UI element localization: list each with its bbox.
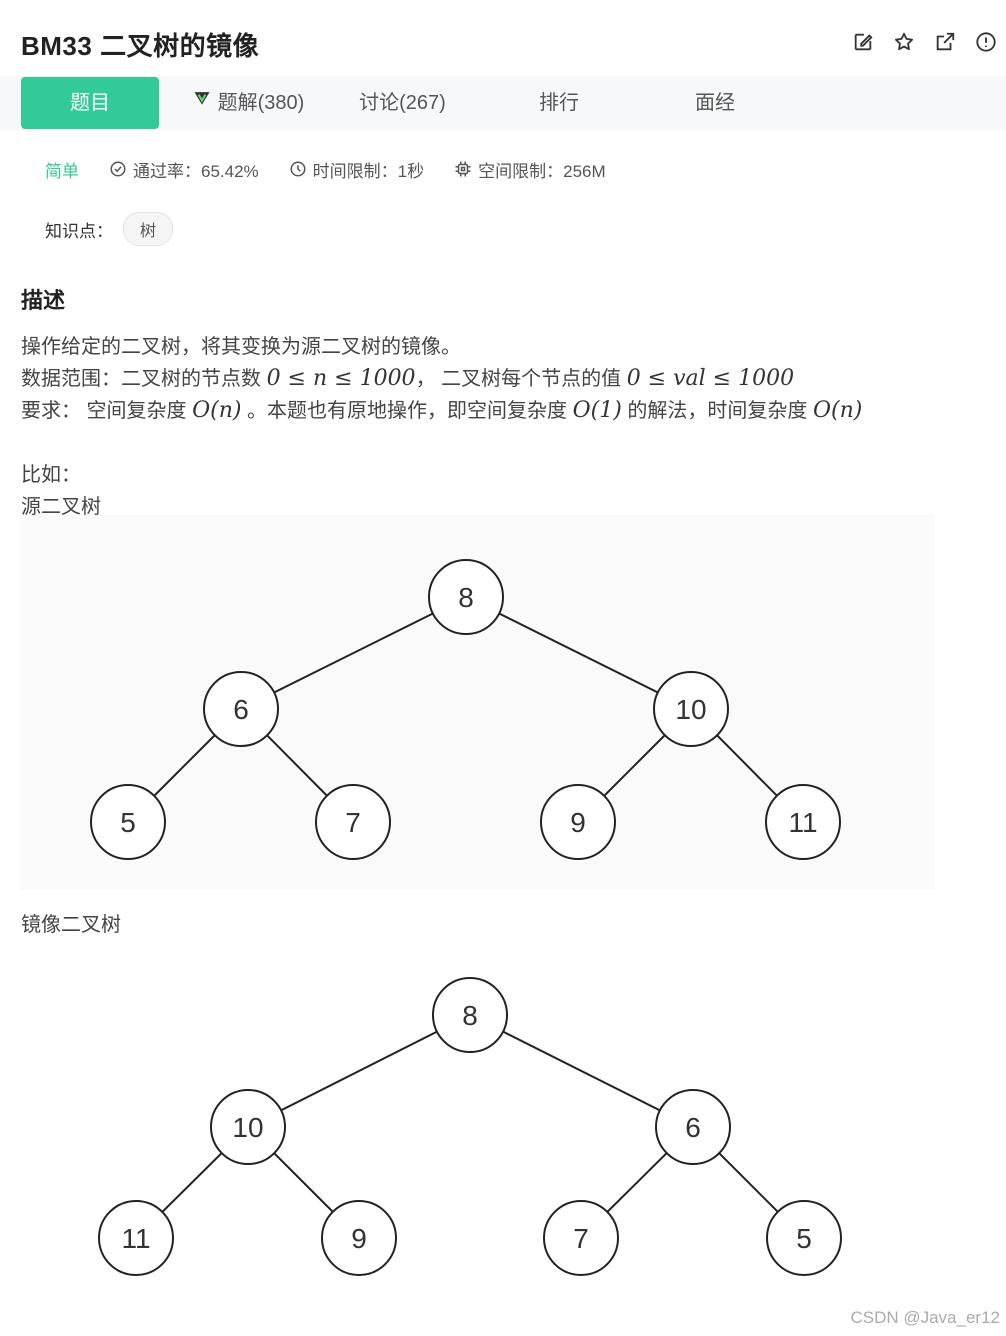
range-mid: ， 二叉树每个节点的值 bbox=[415, 368, 627, 390]
source-tree-node-label: 11 bbox=[788, 807, 817, 838]
source-tree-node: 9 bbox=[540, 784, 616, 860]
mirror-tree-node-label: 8 bbox=[462, 1000, 478, 1031]
mirror-tree-node-circle bbox=[210, 1089, 286, 1165]
tab-solutions-label: 题解(380) bbox=[217, 92, 305, 114]
tab-interview[interactable]: 面经 bbox=[695, 92, 735, 114]
mirror-tree-edge bbox=[247, 1014, 471, 1128]
tab-bar: 题目 题解(380) 讨论(267) 排行 面经 bbox=[0, 76, 1006, 130]
source-tree-node-circle bbox=[653, 671, 729, 747]
source-tree-node-label: 10 bbox=[675, 694, 706, 725]
range-prefix: 数据范围：二叉树的节点数 bbox=[21, 368, 267, 390]
source-tree-node-label: 9 bbox=[570, 807, 586, 838]
req-math-time: O(n) bbox=[812, 398, 863, 423]
star-icon[interactable] bbox=[892, 30, 916, 54]
source-tree-node-label: 5 bbox=[120, 807, 136, 838]
source-tree-node-circle bbox=[90, 784, 166, 860]
chip-icon bbox=[455, 161, 471, 177]
source-tree-node-circle bbox=[203, 671, 279, 747]
mirror-tree-node-circle bbox=[543, 1200, 619, 1276]
share-icon[interactable] bbox=[933, 30, 957, 54]
mirror-tree-node-label: 6 bbox=[685, 1112, 701, 1143]
mirror-tree-diagram: 8 10 6 11 9 7 5 bbox=[98, 977, 842, 1276]
source-tree-node: 7 bbox=[315, 784, 391, 860]
vip-icon bbox=[192, 76, 212, 128]
source-tree-node: 10 bbox=[653, 671, 729, 747]
tab-problem[interactable]: 题目 bbox=[21, 77, 159, 129]
mirror-tree-node: 5 bbox=[766, 1200, 842, 1276]
mirror-tree-node-label: 11 bbox=[121, 1223, 150, 1254]
problem-meta: 简单 通过率：65.42% 时间限制：1秒 空间限制：256M bbox=[45, 157, 636, 181]
tab-discussion[interactable]: 讨论(267) bbox=[359, 92, 446, 114]
time-limit-text: 时间限制：1秒 bbox=[312, 161, 425, 181]
example-label: 比如： bbox=[21, 464, 81, 486]
req-mid: 。本题也有原地操作，即空间复杂度 bbox=[241, 400, 573, 422]
source-tree-node-circle bbox=[765, 784, 841, 860]
mirror-tree-node-circle bbox=[98, 1200, 174, 1276]
req-math-space: O(n) bbox=[192, 398, 242, 423]
req-mid2: 的解法，时间复杂度 bbox=[621, 400, 813, 422]
tab-ranking[interactable]: 排行 bbox=[539, 92, 579, 114]
pass-rate-text: 通过率：65.42% bbox=[133, 161, 259, 181]
mirror-tree-node: 9 bbox=[321, 1200, 397, 1276]
source-tree-node-circle bbox=[315, 784, 391, 860]
source-tree-node-circle bbox=[428, 559, 504, 635]
source-tree-node: 11 bbox=[765, 784, 841, 860]
mirror-tree-label: 镜像二叉树 bbox=[21, 914, 121, 936]
header: BM33 二叉树的镜像 bbox=[0, 0, 1006, 76]
source-tree-diagram: 8 6 10 5 7 9 11 bbox=[90, 559, 841, 860]
space-limit-text: 空间限制：256M bbox=[478, 161, 606, 181]
source-tree-node-circle bbox=[540, 784, 616, 860]
mirror-tree-node-label: 9 bbox=[351, 1223, 367, 1254]
mirror-tree-node: 11 bbox=[98, 1200, 174, 1276]
description-line1: 操作给定的二叉树，将其变换为源二叉树的镜像。 bbox=[21, 336, 461, 358]
source-tree-node: 8 bbox=[428, 559, 504, 635]
mirror-tree-node: 6 bbox=[655, 1089, 731, 1165]
range-math-n: 0 ≤ n ≤ 1000 bbox=[266, 366, 416, 391]
clock-icon bbox=[290, 161, 306, 177]
description-heading: 描述 bbox=[21, 288, 66, 313]
mirror-tree-node-circle bbox=[655, 1089, 731, 1165]
source-tree-edge bbox=[240, 596, 467, 710]
mirror-tree-node: 7 bbox=[543, 1200, 619, 1276]
range-math-val: 0 ≤ val ≤ 1000 bbox=[626, 366, 795, 391]
mirror-tree-node-label: 10 bbox=[232, 1112, 263, 1143]
check-circle-icon bbox=[110, 161, 126, 177]
header-actions bbox=[851, 30, 998, 54]
mirror-tree-node-circle bbox=[432, 977, 508, 1053]
description-line3: 要求： 空间复杂度 O(n) 。本题也有原地操作，即空间复杂度 O(1) 的解法… bbox=[21, 394, 862, 423]
tab-solutions[interactable]: 题解(380) bbox=[183, 77, 313, 129]
mirror-tree-edge bbox=[469, 1014, 694, 1128]
difficulty-badge: 简单 bbox=[45, 161, 79, 181]
space-limit: 空间限制：256M bbox=[454, 157, 606, 182]
mirror-tree-node-label: 7 bbox=[573, 1223, 589, 1254]
pass-rate: 通过率：65.42% bbox=[109, 157, 259, 182]
source-tree-node: 6 bbox=[203, 671, 279, 747]
edit-icon[interactable] bbox=[851, 30, 875, 54]
knowledge-label: 知识点： bbox=[45, 221, 113, 241]
req-math-o1: O(1) bbox=[572, 398, 622, 423]
source-tree-label: 源二叉树 bbox=[21, 496, 101, 518]
mirror-tree-node-circle bbox=[766, 1200, 842, 1276]
source-tree-node-label: 7 bbox=[345, 807, 361, 838]
report-icon[interactable] bbox=[974, 30, 998, 54]
req-prefix: 要求： 空间复杂度 bbox=[21, 400, 193, 422]
source-tree-node-label: 6 bbox=[233, 694, 249, 725]
source-tree-edge bbox=[465, 596, 692, 710]
source-tree-node-label: 8 bbox=[458, 582, 474, 613]
mirror-tree-node: 10 bbox=[210, 1089, 286, 1165]
time-limit: 时间限制：1秒 bbox=[289, 157, 424, 182]
source-tree-node: 5 bbox=[90, 784, 166, 860]
mirror-tree-node-label: 5 bbox=[796, 1223, 812, 1254]
problem-title: BM33 二叉树的镜像 bbox=[21, 31, 260, 61]
mirror-tree-node-circle bbox=[321, 1200, 397, 1276]
knowledge-points: 知识点： 树 bbox=[45, 212, 174, 246]
description-line2: 数据范围：二叉树的节点数 0 ≤ n ≤ 1000， 二叉树每个节点的值 0 ≤… bbox=[21, 362, 794, 391]
watermark: CSDN @Java_er12 bbox=[850, 1308, 1000, 1327]
mirror-tree-node: 8 bbox=[432, 977, 508, 1053]
tag-tree[interactable]: 树 bbox=[123, 212, 174, 246]
